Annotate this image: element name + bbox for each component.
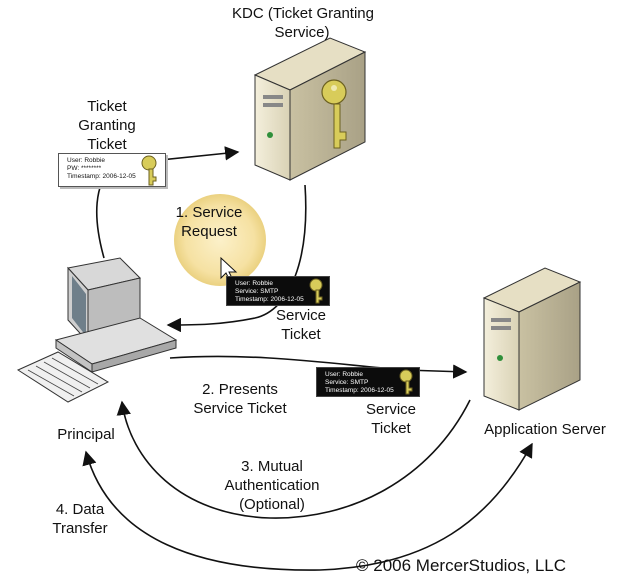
service-ticket-label-2: Service Ticket [365,401,417,437]
arrow-kdc-to-principal [166,184,307,333]
app-server-label: Application Server [484,421,606,438]
presents-label: 2. Presents Service Ticket [193,381,287,417]
kdc-server-icon [253,37,367,181]
st1-key-icon [309,278,323,304]
service-ticket-label-1: Service Ticket [275,307,327,343]
data-transfer-label: 4. Data Transfer [52,501,108,537]
copyright-text: © 2006 MercerStudios, LLC [356,556,567,575]
tgt-label: Ticket Granting Ticket [78,98,136,153]
key-icon [321,79,347,149]
principal-label: Principal [57,426,115,443]
st2-key-icon [399,369,413,395]
mutual-auth-label: 3. Mutual Authentication (Optional) [224,458,320,513]
cursor-highlight [174,194,266,286]
application-server-icon [482,267,582,411]
service-request-label: 1. Service Request [175,204,243,240]
kdc-label: KDC (Ticket Granting Service) [232,5,374,41]
principal-computer-icon [16,257,178,403]
arrow-data-transfer [82,442,533,571]
tgt-key-icon [141,155,157,186]
